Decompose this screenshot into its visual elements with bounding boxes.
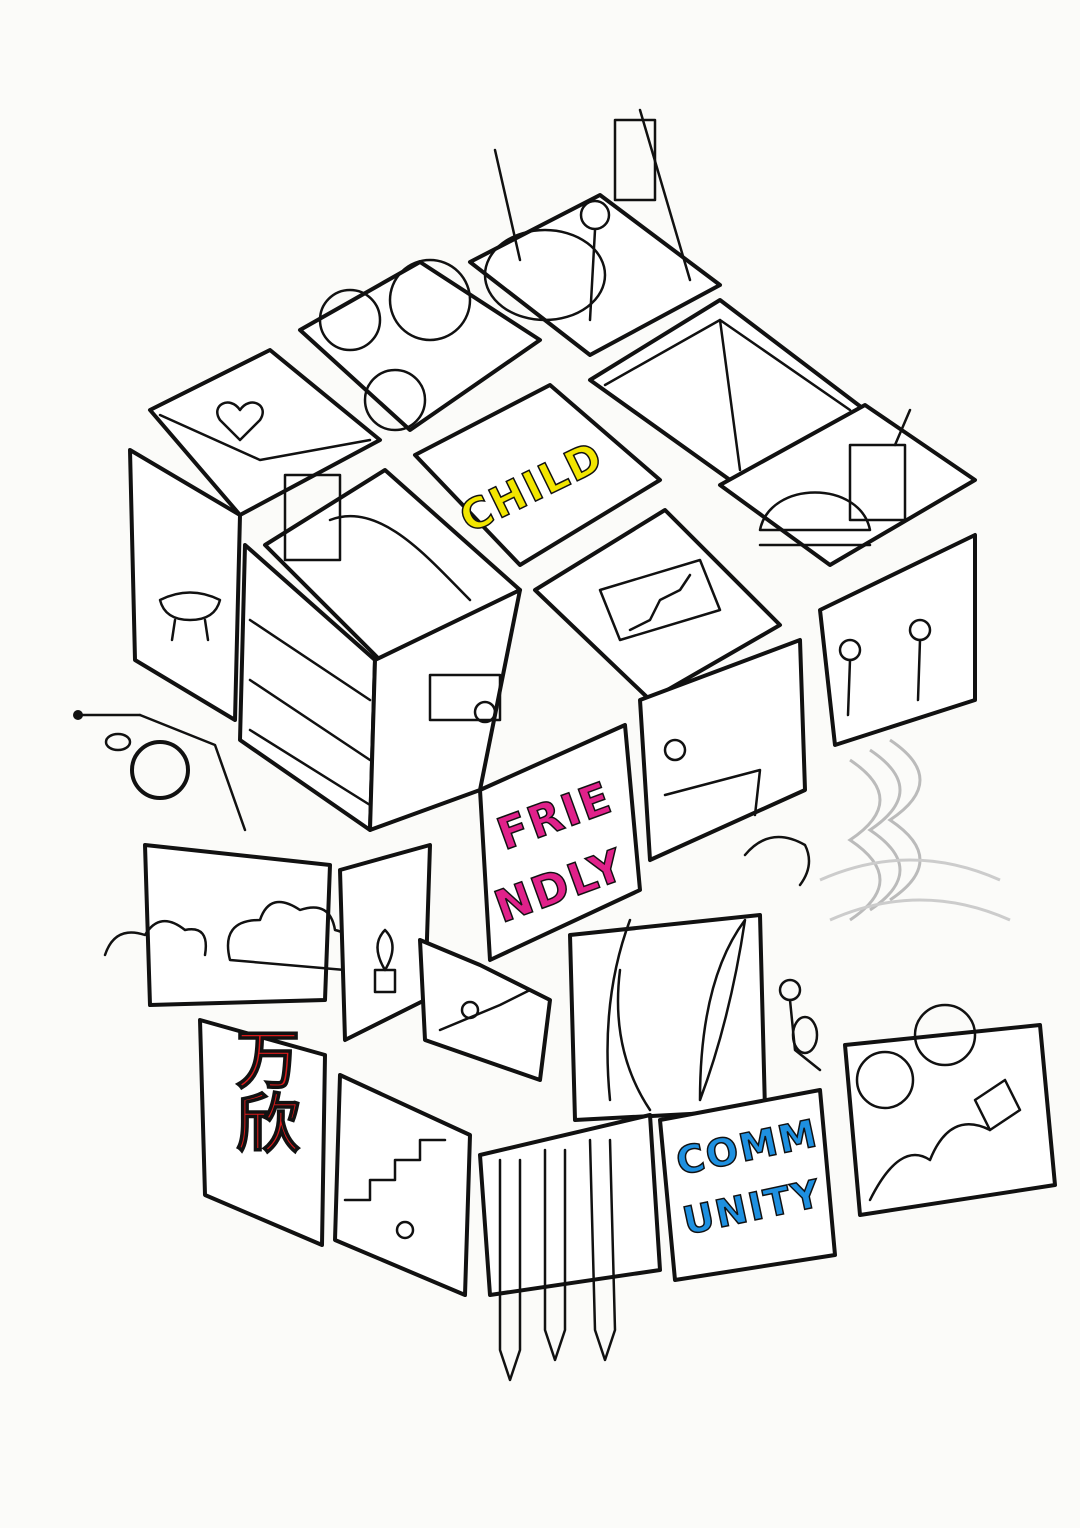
- potted-plant-icon: [373, 928, 397, 994]
- top-face: CHILD: [148, 108, 977, 702]
- right-face: FRIE NDLY: [478, 533, 1057, 1217]
- tile-child: [413, 383, 662, 567]
- wave-lines-icon: [819, 738, 1011, 922]
- reading-child-icon: [663, 738, 762, 817]
- decorations: [73, 710, 1011, 1072]
- tile-burger: [718, 403, 977, 567]
- pencils-icon: [498, 1138, 617, 1382]
- paint-palette-icon: [483, 108, 692, 322]
- planet-icon: [104, 732, 190, 800]
- open-book-icon: [603, 318, 852, 472]
- constellation-icon: [73, 710, 247, 832]
- tile-family: [818, 533, 977, 747]
- tile-friendly: [478, 723, 642, 962]
- tile-plant-window: [338, 843, 432, 1042]
- bottom-row: 万欣 COMM UNITY: [198, 1018, 837, 1382]
- tile-community: [658, 1088, 837, 1282]
- tile-plants: [568, 913, 767, 1122]
- heart-envelope-icon: [158, 401, 372, 462]
- tile-envelope: [148, 348, 382, 517]
- hat-icon: [743, 835, 811, 887]
- tile-chinese: [198, 1018, 327, 1247]
- bookshelf-icon: [248, 618, 372, 807]
- tile-dog-room: [128, 448, 242, 722]
- building-slide-icon: [283, 473, 472, 602]
- stairs-icon: [598, 558, 722, 642]
- tile-lightbulbs: [298, 260, 542, 432]
- dog-icon: [158, 591, 222, 642]
- leaf-plant-icon: [606, 918, 747, 1112]
- family-people-icon: [838, 618, 932, 717]
- tile-staircase: [333, 1073, 472, 1297]
- burger-icon: [758, 408, 912, 547]
- tile-painter: [468, 193, 722, 357]
- guitar-player-icon: [778, 978, 822, 1072]
- left-face: [103, 448, 552, 1082]
- chinese-label: 万欣: [225, 1026, 300, 1154]
- teacher-board-icon: [428, 673, 502, 724]
- lightbulb-icon: [318, 258, 472, 432]
- tile-pencils: [478, 1113, 662, 1297]
- yoga-person-icon: [438, 988, 532, 1032]
- tile-reading-desk: [638, 638, 807, 862]
- balloon-kite-icon: [855, 1003, 1022, 1202]
- staircase-icon: [343, 1138, 447, 1240]
